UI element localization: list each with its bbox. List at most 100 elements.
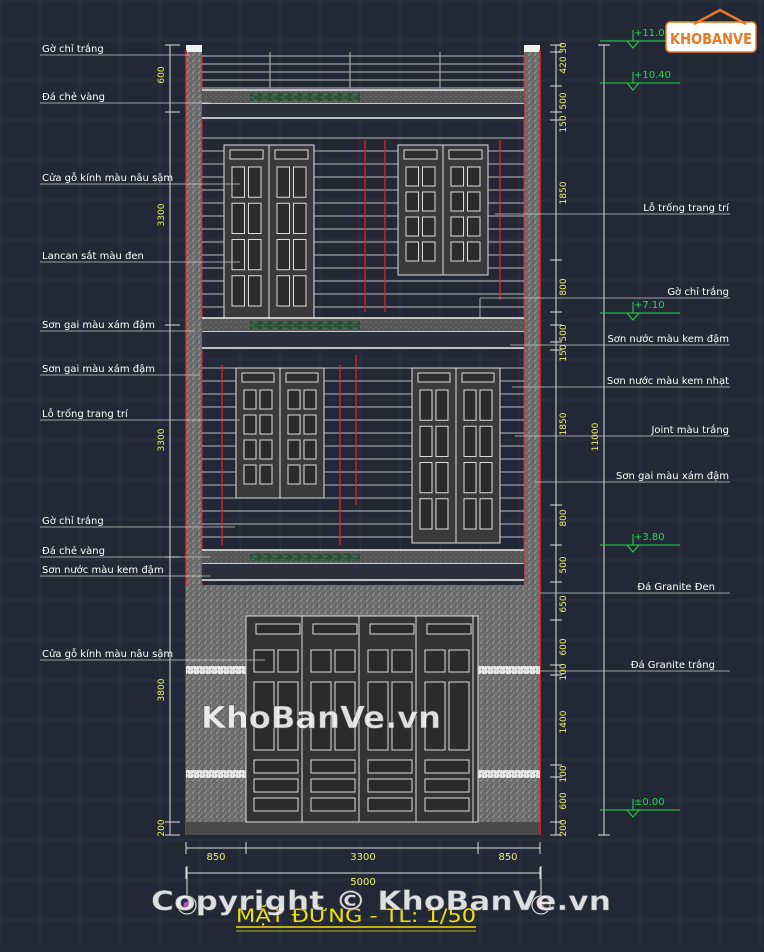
door-floor2-right-panel (467, 191, 481, 212)
dim-right-4: 150 (559, 115, 569, 132)
door-ground-panel-top (253, 649, 275, 673)
door-floor2-left-panel (231, 166, 245, 198)
door-floor2-left-panel (293, 239, 307, 271)
dim-right-18: 200 (559, 819, 569, 836)
door-floor1-left-panel (243, 439, 257, 460)
door-floor2-left-panel (248, 202, 262, 234)
label-right-4: Sơn nước màu kem nhạt (607, 375, 729, 387)
door-ground-panel-low (253, 778, 299, 793)
watermark-center: KhoBanVe.vn (201, 701, 441, 736)
door-floor1-left-panel (259, 414, 273, 435)
door-floor1-right-panel (479, 389, 493, 421)
door-ground-transom (426, 623, 472, 635)
door-ground-panel-low (310, 759, 356, 774)
door-floor2-right-panel (467, 241, 481, 262)
dim-right-1: 420 (559, 56, 569, 73)
door-floor1-left-panel (243, 464, 257, 485)
level-marker-5: ±0.00 (600, 797, 680, 818)
granite-band-left-top (186, 666, 246, 674)
door-floor2-left-panel (293, 202, 307, 234)
door-floor2-right (397, 144, 489, 276)
door-ground-panel-low (310, 797, 356, 812)
right-wall-cap (524, 45, 540, 52)
level-text-5: ±0.00 (634, 797, 665, 808)
door-ground-panel-low (253, 797, 299, 812)
door-ground-transom (255, 623, 301, 635)
door-floor2-left (223, 144, 315, 321)
door-floor1-right (411, 367, 501, 544)
door-ground-panel-mid (277, 681, 299, 751)
door-floor2-left-panel (231, 202, 245, 234)
door-floor1-left (235, 367, 325, 499)
door-ground-panel-low (310, 778, 356, 793)
label-right-5: Joint màu trắng (650, 423, 729, 436)
dim-right-14: 100 (559, 663, 569, 680)
dim-bottom-3: 850 (498, 852, 517, 863)
door-ground-transom (312, 623, 358, 635)
left-wall (186, 50, 202, 585)
door-ground-panel-top (448, 649, 470, 673)
dim-left-1: 600 (157, 66, 167, 83)
door-floor2-left-panel (276, 202, 290, 234)
level-marker-2: +10.40 (600, 70, 680, 91)
dim-right-5: 1850 (559, 181, 569, 204)
door-floor1-left-panel (243, 389, 257, 410)
door-ground-panel-top (367, 649, 389, 673)
door-floor1-left-panel (303, 414, 317, 435)
door-ground-panel-low (424, 778, 470, 793)
door-ground-panel-low (424, 759, 470, 774)
label-left-2: Đá chẻ vàng (42, 91, 105, 103)
level-text-4: +3.80 (634, 532, 665, 543)
dim-bottom-1: 850 (206, 852, 225, 863)
granite-band-right-bottom (476, 770, 540, 778)
door-ground-panel-low (367, 797, 413, 812)
door-ground-panel-low (253, 759, 299, 774)
door-ground-panel-mid (253, 681, 275, 751)
door-floor2-right-panel (405, 216, 419, 237)
label-right-2: Gờ chỉ trắng (667, 285, 729, 298)
label-left-4: Lancan sắt màu đen (42, 249, 144, 262)
door-floor2-right-panel (450, 166, 464, 187)
door-floor2-left-panel (248, 166, 262, 198)
dim-left-2: 3300 (157, 203, 167, 226)
door-floor1-left-panel (287, 389, 301, 410)
door-ground-panel-top (424, 649, 446, 673)
door-floor2-left-panel (293, 275, 307, 307)
label-right-3: Sơn nước màu kem đậm (607, 333, 729, 345)
door-floor2-right-panel (450, 241, 464, 262)
left-labels: Gờ chỉ trắng Đá chẻ vàng Cửa gỗ kính màu… (42, 42, 173, 660)
door-floor2-right-panel (467, 216, 481, 237)
level-text-1: +11.00 (634, 28, 671, 39)
door-floor2-right-panel (450, 191, 464, 212)
dim-right-3: 500 (559, 92, 569, 109)
label-right-1: Lỗ trống trang trí (643, 201, 730, 214)
door-floor1-right-panel (419, 425, 433, 457)
dim-bottom-2: 3300 (350, 852, 375, 863)
door-floor1-right-transom (461, 372, 495, 383)
dim-right-12: 650 (559, 595, 569, 612)
door-floor1-right-panel (463, 389, 477, 421)
door-ground-panel-top (334, 649, 356, 673)
door-ground-panel-mid (334, 681, 356, 751)
dimension-lines (165, 44, 610, 879)
label-left-5: Sơn gai màu xám đậm (42, 319, 155, 331)
door-floor2-right-panel (450, 216, 464, 237)
door-floor1-right-panel (435, 462, 449, 494)
door-ground-panel-low (424, 797, 470, 812)
door-floor1-right-panel (419, 498, 433, 530)
right-dimension-texts: 420 30 500 150 1850 800 500 150 1850 800… (559, 42, 601, 837)
door-floor2-left-transom (274, 149, 309, 160)
right-labels: Lỗ trống trang trí Gờ chỉ trắng Sơn nước… (607, 201, 730, 671)
door-floor1-right-panel (435, 425, 449, 457)
band-floor2-stone (250, 321, 360, 329)
plinth (186, 822, 540, 835)
door-floor2-right-panel (422, 166, 436, 187)
door-floor2-right-panel (422, 241, 436, 262)
dim-right-11: 500 (559, 556, 569, 573)
door-ground-panel-mid (424, 681, 446, 751)
band-floor1-stone (250, 553, 360, 561)
door-floor2-right-panel (467, 166, 481, 187)
axis-marker-right (531, 866, 551, 915)
